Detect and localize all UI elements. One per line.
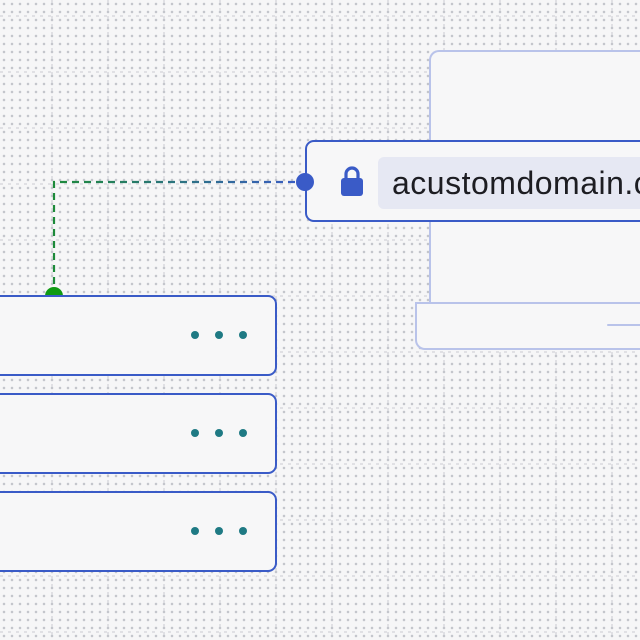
dot [239,331,247,339]
server-row-1[interactable] [0,295,277,376]
dot [191,527,199,535]
dot [191,331,199,339]
dot [239,527,247,535]
url-bar-connector-dot [296,173,314,191]
laptop-trackpad-line [607,324,640,326]
url-field[interactable]: acustomdomain.com [378,157,640,209]
more-dots-icon[interactable] [191,429,247,437]
url-bar: acustomdomain.com [305,140,640,222]
dot [215,331,223,339]
url-text: acustomdomain.com [392,165,640,201]
server-row-3[interactable] [0,491,277,572]
dot [215,429,223,437]
dot [215,527,223,535]
more-dots-icon[interactable] [191,331,247,339]
dot [191,429,199,437]
server-row-2[interactable] [0,393,277,474]
lock-icon [341,166,363,196]
laptop-base [415,302,640,350]
more-dots-icon[interactable] [191,527,247,535]
dot [239,429,247,437]
